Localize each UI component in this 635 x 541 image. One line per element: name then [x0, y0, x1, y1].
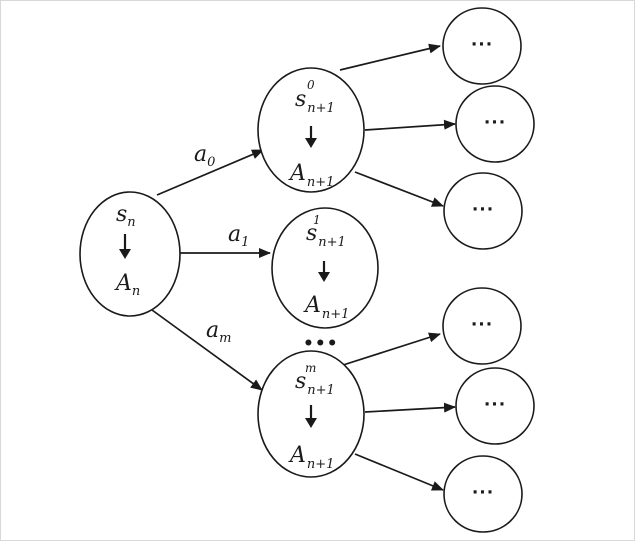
child-node-0: sn+1 0 An+1 — [257, 67, 365, 193]
edge-label-a0: a0 — [194, 142, 215, 170]
down-arrow-icon — [119, 234, 131, 259]
svg-text:a1: a1 — [228, 222, 249, 250]
leaf-node: ··· — [455, 85, 535, 163]
child-node-1: sn+1 1 An+1 — [271, 207, 379, 329]
leaf-node: ··· — [455, 367, 535, 445]
child-1-state-superscript: 1 — [313, 213, 321, 227]
down-arrow-icon — [305, 126, 317, 148]
down-arrow-icon — [318, 261, 330, 282]
edge-root-to-child-0 — [156, 149, 264, 196]
edge-label-am: am — [206, 318, 231, 346]
edge-label-a1: a1 — [228, 222, 249, 250]
edge-child-0-to-leaf-0 — [339, 43, 441, 71]
edge-child-0-to-leaf-1 — [364, 119, 456, 131]
edge-root-to-child-m — [151, 309, 263, 391]
down-arrow-icon — [305, 405, 317, 428]
root-action-set-label: An — [114, 271, 140, 299]
svg-text:···: ··· — [484, 113, 506, 133]
child-0-action-set-label: An+1 — [288, 161, 334, 190]
svg-text:···: ··· — [484, 395, 506, 415]
child-1-state-label: sn+1 — [306, 221, 346, 250]
svg-text:···: ··· — [472, 483, 494, 503]
child-m-action-set-label: An+1 — [288, 443, 334, 472]
child-0-state-superscript: 0 — [307, 78, 315, 92]
child-node-m: sn+1 m An+1 — [257, 350, 365, 478]
children-ellipsis: ••• — [303, 334, 339, 354]
leaf-node: ··· — [443, 172, 523, 250]
edge-child-0-to-leaf-2 — [354, 171, 444, 207]
root-state-label: sn — [116, 202, 136, 230]
child-m-state-label: sn+1 — [295, 369, 335, 398]
svg-text:···: ··· — [471, 315, 493, 335]
child-0-state-label: sn+1 — [295, 87, 335, 116]
edge-child-m-to-leaf-3 — [339, 332, 441, 367]
svg-text:···: ··· — [471, 35, 493, 55]
leaf-node: ··· — [443, 455, 523, 533]
edge-child-m-to-leaf-4 — [364, 402, 456, 413]
svg-text:···: ··· — [472, 200, 494, 220]
child-1-action-set-label: An+1 — [303, 293, 349, 322]
edge-child-m-to-leaf-5 — [354, 453, 444, 491]
leaf-node: ··· — [442, 287, 522, 365]
root-node: sn An — [79, 191, 181, 317]
leaf-node: ··· — [442, 7, 522, 85]
child-m-state-superscript: m — [305, 361, 316, 375]
svg-text:am: am — [206, 318, 231, 346]
svg-text:a0: a0 — [194, 142, 215, 170]
